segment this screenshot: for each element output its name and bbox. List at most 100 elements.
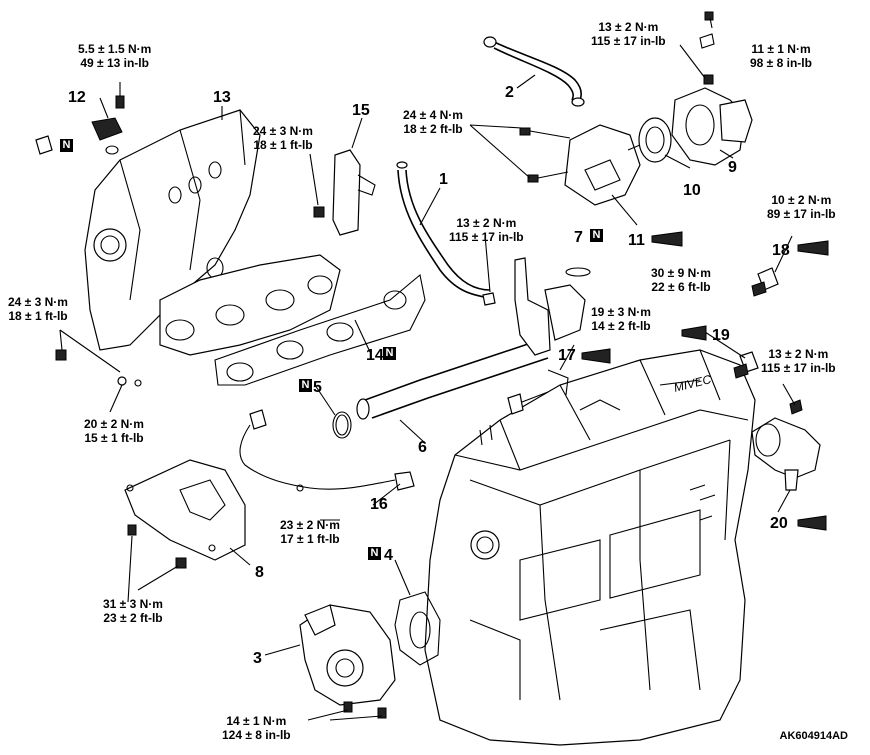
callout-2: 2 xyxy=(505,84,514,101)
torque-line-2: 49 ± 13 in-lb xyxy=(80,56,149,70)
o-ring-7 xyxy=(565,267,591,277)
figure-id: AK604914AD xyxy=(779,730,848,742)
torque-line-1: 10 ± 2 N·m xyxy=(771,193,832,207)
torque-line-2: 115 ± 17 in-lb xyxy=(761,361,836,375)
leader-lines xyxy=(59,17,796,721)
new-part-mark-7: N xyxy=(590,229,603,242)
torque-line-1: 19 ± 3 N·m xyxy=(591,305,651,319)
thermostat-case-11 xyxy=(519,124,641,206)
torque-line-1: 31 ± 3 N·m xyxy=(103,597,163,611)
torque-thermostat-case-bolt: 24 ± 4 N·m 18 ± 2 ft-lb xyxy=(403,108,463,136)
torque-sensor-bolt: 5.5 ± 1.5 N·m 49 ± 13 in-lb xyxy=(78,42,151,70)
callout-4: 4 xyxy=(384,547,393,564)
callout-9: 9 xyxy=(728,159,737,176)
callout-15: 15 xyxy=(352,102,370,119)
torque-line-1: 11 ± 1 N·m xyxy=(751,42,811,56)
torque-line-2: 98 ± 8 in-lb xyxy=(750,56,812,70)
sensor-16 xyxy=(239,409,415,492)
callout-14: 14 xyxy=(366,347,384,364)
water-inlet-pipe-6 xyxy=(356,257,586,420)
callout-1: 1 xyxy=(439,171,448,188)
torque-line-2: 17 ± 1 ft-lb xyxy=(280,532,340,546)
torque-manifold-nut: 20 ± 2 N·m 15 ± 1 ft-lb xyxy=(84,417,144,445)
torque-stay-bolt: 31 ± 3 N·m 23 ± 2 ft-lb xyxy=(103,597,163,625)
torque-line-1: 24 ± 4 N·m xyxy=(403,108,463,122)
torque-line-2: 22 ± 6 ft-lb xyxy=(651,280,711,294)
callout-5: 5 xyxy=(313,379,322,396)
callout-16: 16 xyxy=(370,496,388,513)
torque-line-1: 13 ± 2 N·m xyxy=(456,216,517,230)
torque-manifold-bolt: 24 ± 3 N·m 18 ± 1 ft-lb xyxy=(8,295,68,323)
torque-air-bleed-bolt: 11 ± 1 N·m 98 ± 8 in-lb xyxy=(750,42,812,70)
new-part-mark-5: N xyxy=(299,379,312,392)
torque-line-1: 23 ± 2 N·m xyxy=(280,518,340,532)
torque-line-2: 115 ± 17 in-lb xyxy=(449,230,524,244)
torque-line-2: 89 ± 17 in-lb xyxy=(767,207,836,221)
bolt-left-manifold xyxy=(55,349,142,387)
thermostat-10 xyxy=(627,117,672,163)
callout-17: 17 xyxy=(558,347,576,364)
torque-line-2: 23 ± 2 ft-lb xyxy=(103,611,163,625)
torque-line-1: 13 ± 2 N·m xyxy=(598,20,659,34)
gasket-4 xyxy=(394,591,441,666)
callout-13: 13 xyxy=(213,89,231,106)
callout-3: 3 xyxy=(253,650,262,667)
torque-line-2: 115 ± 17 in-lb xyxy=(591,34,666,48)
torque-line-1: 20 ± 2 N·m xyxy=(84,417,144,431)
sensor-18 xyxy=(751,267,779,297)
new-part-mark-14: N xyxy=(383,347,396,360)
torque-bracket-bolt: 24 ± 3 N·m 18 ± 1 ft-lb xyxy=(253,124,313,152)
torque-line-1: 24 ± 3 N·m xyxy=(8,295,68,309)
torque-line-2: 18 ± 1 ft-lb xyxy=(8,309,68,323)
torque-sensor-16: 23 ± 2 N·m 17 ± 1 ft-lb xyxy=(280,518,340,546)
sensor-19 xyxy=(733,351,759,379)
sensor-17 xyxy=(507,369,569,415)
torque-water-outlet-20: 13 ± 2 N·m 115 ± 17 in-lb xyxy=(761,347,836,375)
callout-7: 7 xyxy=(574,229,583,246)
o-ring-5 xyxy=(332,411,352,439)
sensor-bolt xyxy=(115,95,125,109)
torque-line-2: 18 ± 2 ft-lb xyxy=(403,122,463,136)
water-hose-1 xyxy=(396,161,491,299)
torque-line-1: 13 ± 2 N·m xyxy=(768,347,829,361)
new-part-mark-4: N xyxy=(368,547,381,560)
manifold-gasket xyxy=(214,273,426,386)
water-pump-3 xyxy=(299,604,396,719)
torque-water-outlet-bolt: 13 ± 2 N·m 115 ± 17 in-lb xyxy=(591,20,666,48)
torque-line-1: 5.5 ± 1.5 N·m xyxy=(78,42,152,56)
arrow-17 xyxy=(581,348,611,364)
torque-water-pump-bolt: 14 ± 1 N·m 124 ± 8 in-lb xyxy=(222,714,291,742)
stay-8 xyxy=(124,459,246,569)
new-part-mark-12: N xyxy=(60,139,73,152)
torque-sensor-19: 30 ± 9 N·m 22 ± 6 ft-lb xyxy=(651,266,711,294)
bolt-15 xyxy=(313,206,325,218)
sensor-12 xyxy=(35,117,123,155)
arrow-18 xyxy=(797,240,829,256)
callout-20: 20 xyxy=(770,515,788,532)
torque-line-1: 24 ± 3 N·m xyxy=(253,124,313,138)
arrow-20 xyxy=(797,515,827,531)
torque-line-2: 124 ± 8 in-lb xyxy=(222,728,291,742)
callout-6: 6 xyxy=(418,439,427,456)
torque-sensor-18: 10 ± 2 N·m 89 ± 17 in-lb xyxy=(767,193,836,221)
engine-block: MIVEC xyxy=(424,349,756,746)
torque-line-2: 14 ± 2 ft-lb xyxy=(591,319,651,333)
torque-pipe-fitting: 13 ± 2 N·m 115 ± 17 in-lb xyxy=(449,216,524,244)
callout-19: 19 xyxy=(712,327,730,344)
torque-line-1: 14 ± 1 N·m xyxy=(226,714,287,728)
intake-manifold xyxy=(84,109,341,356)
callout-12: 12 xyxy=(68,89,86,106)
callout-8: 8 xyxy=(255,564,264,581)
callout-11: 11 xyxy=(628,232,645,249)
torque-sensor-17: 19 ± 3 N·m 14 ± 2 ft-lb xyxy=(591,305,651,333)
callout-10: 10 xyxy=(683,182,701,199)
bracket-15 xyxy=(332,149,376,236)
water-hose-2 xyxy=(483,36,585,107)
torque-line-2: 18 ± 1 ft-lb xyxy=(253,138,313,152)
arrow-11 xyxy=(651,231,683,247)
water-outlet-9 xyxy=(671,11,753,166)
torque-line-1: 30 ± 9 N·m xyxy=(651,266,711,280)
arrow-19 xyxy=(681,325,707,341)
